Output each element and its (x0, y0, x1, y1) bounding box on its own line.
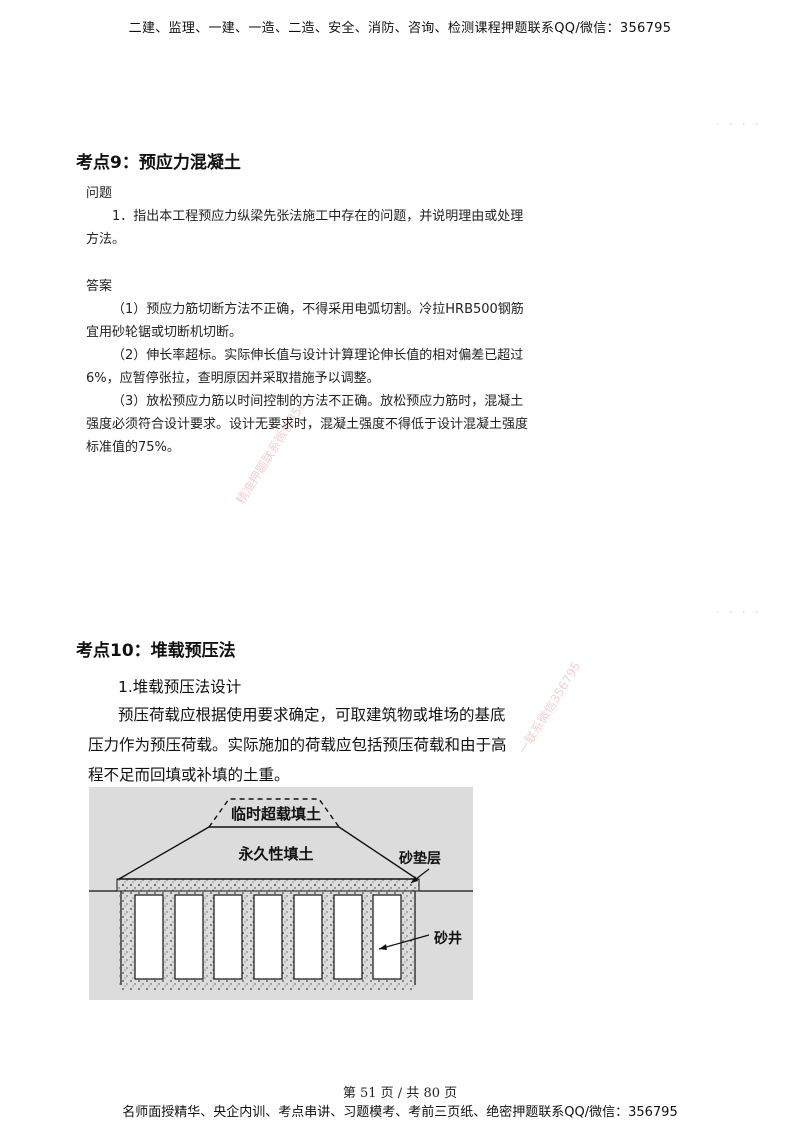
page-footer: 名师面授精华、央企内训、考点串讲、习题模考、考前三页纸、绝密押题联系QQ/微信：… (122, 1105, 678, 1120)
sand-well (372, 894, 402, 980)
answer-item: （3）放松预应力筋以时间控制的方法不正确。放松预应力筋时，混凝土强度必须符合设计… (86, 394, 529, 455)
label-permanent-fill: 永久性填土 (237, 845, 313, 863)
sand-well (333, 894, 363, 980)
question-text: 1．指出本工程预应力纵梁先张法施工中存在的问题，并说明理由或处理方法。 (86, 209, 524, 247)
question-label: 问题 (86, 186, 113, 201)
page-header: 二建、监理、一建、一造、二造、安全、消防、咨询、检测课程押题联系QQ/微信：35… (128, 21, 672, 36)
preloading-diagram: 临时超载填土 永久性填土 砂垫层 砂井 (89, 787, 473, 1000)
decorative-dots: · · · · (716, 606, 762, 619)
watermark: 一联系微信356795 (515, 659, 584, 757)
decorative-dots: · · · · (716, 118, 762, 131)
answer-item: （2）伸长率超标。实际伸长值与设计计算理论伸长值的相对偏差已超过6%，应暂停张拉… (86, 348, 524, 386)
well-pointer-arrowhead (379, 944, 387, 950)
label-sand-well: 砂井 (433, 930, 462, 947)
sand-well (174, 894, 204, 980)
section-9-title: 考点9：预应力混凝土 (76, 153, 241, 173)
page-number: 第 51 页 / 共 80 页 (342, 1086, 458, 1101)
answer-label: 答案 (86, 279, 113, 294)
well-pointer (378, 934, 430, 950)
section-10-paragraph: 预压荷载应根据使用要求确定，可取建筑物或堆场的基底压力作为预压荷载。实际施加的荷… (88, 706, 507, 784)
sand-well (293, 894, 323, 980)
label-sand-cushion: 砂垫层 (398, 850, 441, 867)
answer-item: （1）预应力筋切断方法不正确，不得采用电弧切割。冷拉HRB500钢筋宜用砂轮锯或… (86, 302, 524, 340)
cushion-pointer-arrowhead (411, 876, 418, 883)
label-temporary-fill: 临时超载填土 (231, 805, 321, 823)
sand-well (253, 894, 283, 980)
sand-well (134, 894, 164, 980)
section-10-title: 考点10：堆载预压法 (76, 641, 236, 661)
section-10-subtitle: 1.堆载预压法设计 (118, 678, 242, 696)
sand-cushion-layer (116, 878, 420, 892)
answer-list: （1）预应力筋切断方法不正确，不得采用电弧切割。冷拉HRB500钢筋宜用砂轮锯或… (86, 298, 532, 459)
sand-well (213, 894, 243, 980)
